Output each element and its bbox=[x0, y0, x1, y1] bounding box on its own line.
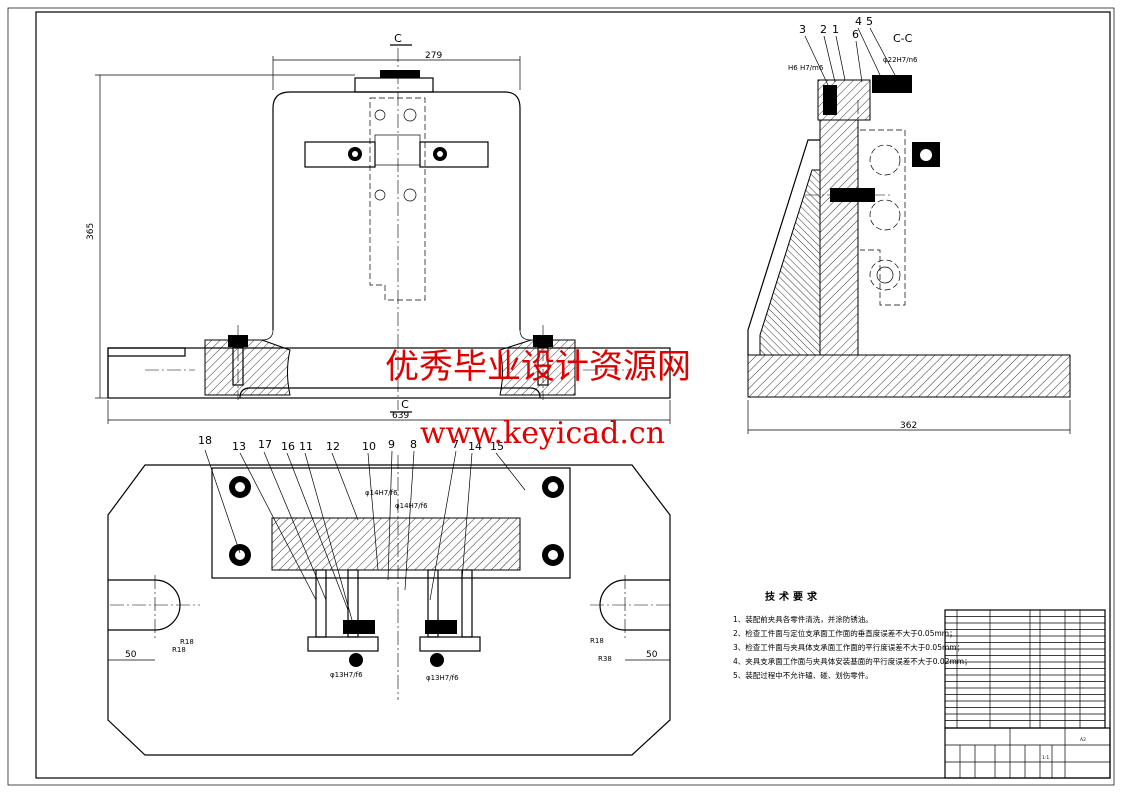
tech-req-4: 4、夹具支承面工作面与夹具体安装基面的平行度误差不大于0.02mm； bbox=[733, 656, 972, 666]
dim-365: 365 bbox=[86, 223, 96, 240]
watermark-line2: www.keyicad.cn bbox=[420, 416, 665, 451]
dim-plan-left-50: 50 bbox=[125, 650, 137, 660]
title-block-sheet: A2 bbox=[1080, 737, 1086, 743]
title-block: 1:1 A2 bbox=[944, 727, 1111, 779]
plan-label-15: 15 bbox=[490, 440, 504, 453]
inner-frame bbox=[35, 11, 1111, 779]
plan-label-9: 9 bbox=[388, 438, 395, 451]
fit-side-left: H6 H7/m6 bbox=[788, 64, 824, 72]
radius-right-2: R38 bbox=[598, 655, 612, 663]
side-view: 362 C-C H6 H7/m6 φ22H7/n6 3 2 1 4 5 6 bbox=[747, 15, 1071, 434]
side-label-2: 2 bbox=[820, 23, 827, 36]
plan-label-12: 12 bbox=[326, 440, 340, 453]
fit-plan-3: φ13H7/f6 bbox=[330, 671, 363, 679]
plan-label-11: 11 bbox=[299, 440, 313, 453]
fit-plan-2: φ14H7/f6 bbox=[395, 502, 428, 510]
parts-list bbox=[944, 609, 1106, 729]
section-title-cc: C-C bbox=[893, 32, 913, 45]
dim-639: 639 bbox=[392, 411, 409, 421]
tech-req-3: 3、检查工件面与夹具体支承面工作面的平行度误差不大于0.05mm； bbox=[733, 642, 964, 652]
side-label-5: 5 bbox=[866, 15, 873, 28]
title-block-scale: 1:1 bbox=[1042, 755, 1049, 761]
plan-label-10: 10 bbox=[362, 440, 376, 453]
plan-view: 18 13 17 16 11 12 10 9 8 7 14 15 φ14H7/f… bbox=[107, 434, 671, 756]
plan-label-14: 14 bbox=[468, 440, 482, 453]
plan-label-8: 8 bbox=[410, 438, 417, 451]
watermark-line1: 优秀毕业设计资源网 bbox=[385, 347, 691, 387]
outer-border bbox=[7, 7, 1115, 786]
dim-279: 279 bbox=[425, 51, 442, 61]
dim-plan-right-50: 50 bbox=[646, 650, 658, 660]
side-label-4: 4 bbox=[855, 15, 862, 28]
radius-right-1: R18 bbox=[590, 637, 604, 645]
plan-label-17: 17 bbox=[258, 438, 272, 451]
tech-req-title: 技术要求 bbox=[765, 590, 821, 603]
tech-requirements: 技术要求 1、装配前夹具各零件清洗，并涂防锈油。 2、检查工件面与定位支承面工作… bbox=[733, 590, 972, 680]
plan-label-18: 18 bbox=[198, 434, 212, 447]
radius-left-1: R18 bbox=[180, 638, 194, 646]
fit-plan-1: φ14H7/f6 bbox=[365, 489, 398, 497]
side-label-6: 6 bbox=[852, 28, 859, 41]
section-mark-bottom: C bbox=[401, 398, 409, 411]
section-mark-top: C bbox=[394, 32, 402, 45]
fit-plan-4: φ13H7/f6 bbox=[426, 674, 459, 682]
front-view: C C 279 365 639 bbox=[86, 32, 671, 424]
tech-req-2: 2、检查工件面与定位支承面工作面的垂直度误差不大于0.05mm； bbox=[733, 628, 957, 638]
fit-side-right: φ22H7/n6 bbox=[883, 56, 918, 64]
plan-label-13: 13 bbox=[232, 440, 246, 453]
side-label-1: 1 bbox=[832, 23, 839, 36]
tech-req-1: 1、装配前夹具各零件清洗，并涂防锈油。 bbox=[733, 614, 873, 624]
dim-362: 362 bbox=[900, 421, 917, 431]
plan-label-16: 16 bbox=[281, 440, 295, 453]
side-label-3: 3 bbox=[799, 23, 806, 36]
tech-req-5: 5、装配过程中不允许磕、碰、划伤零件。 bbox=[733, 670, 873, 680]
radius-left-2: R18 bbox=[172, 646, 186, 654]
plan-label-7: 7 bbox=[452, 438, 459, 451]
